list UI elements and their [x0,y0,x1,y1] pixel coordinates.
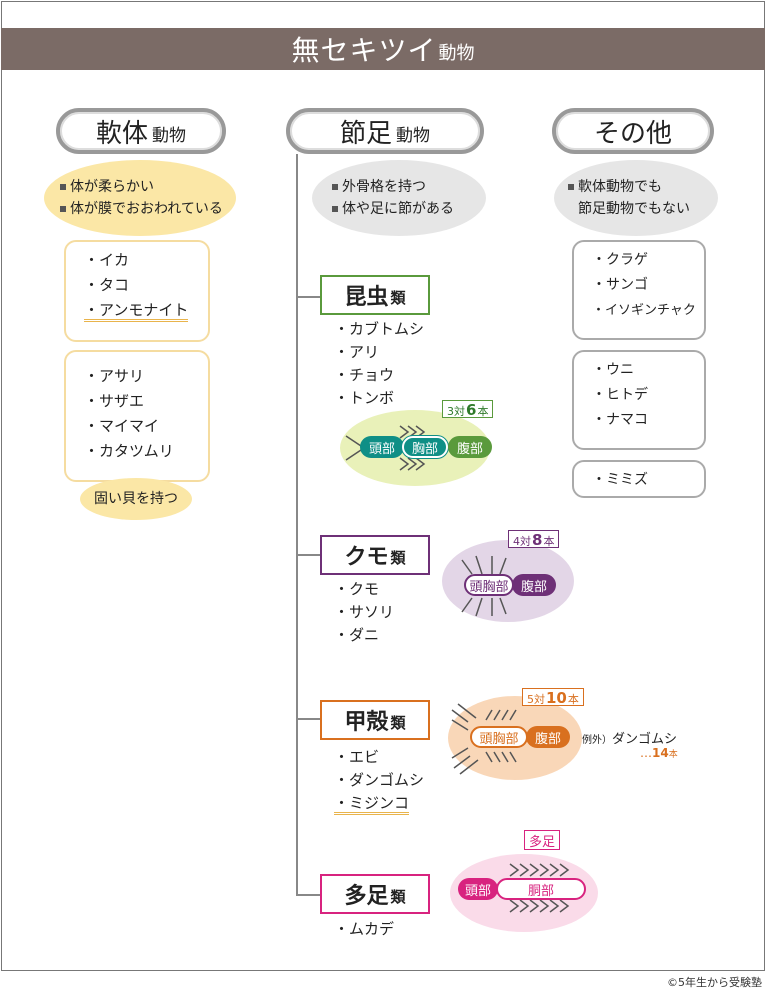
bullet-square-icon [568,184,574,190]
other-group-cnidarians: ・クラゲ ・サンゴ ・イソギンチャク [572,240,706,340]
list-item: ・チョウ [334,366,395,384]
crustacean-exception-note: 例外）ダンゴムシ [582,732,678,747]
list-item: ・ウニ [592,362,634,378]
spider-cephalothorax-segment: 頭胸部 [464,574,514,596]
crustacean-category: 甲殻 類 [320,700,430,740]
list-item: ・ミミズ [592,472,648,488]
list-item: ・サンゴ [592,277,648,293]
spider-legs-icon [461,555,507,617]
list-item: ・ダニ [334,626,380,644]
list-item: ・アサリ [84,367,145,385]
list-item: ・エビ [334,748,380,766]
list-item: ・ムカデ [334,920,395,938]
other-heading: その他 [552,108,714,154]
list-item: ・アリ [334,343,380,361]
copyright: ©5年生から受験塾 [667,976,762,989]
myriapod-head-segment: 頭部 [458,878,498,900]
list-item: ・ダンゴムシ [334,771,425,789]
insect-examples: ・カブトムシ ・アリ ・チョウ ・トンボ [334,318,424,410]
mollusk-group-cephalopods: ・イカ ・タコ ・アンモナイト [64,240,210,342]
list-item: ・マイマイ [84,417,160,435]
branch-myriapod [296,894,320,896]
page-title: 無セキツイ [291,34,437,67]
insect-abdomen-segment: 腹部 [448,436,492,458]
other-features: 軟体動物でも 節足動物でもない [554,160,718,236]
title-bar: 無セキツイ 動物 [1,28,765,70]
crustacean-abdomen-segment: 腹部 [526,726,570,748]
list-item: ・ミジンコ [334,792,424,815]
bullet-square-icon [332,206,338,212]
insect-category: 昆虫 類 [320,275,430,315]
list-item: ・イソギンチャク [592,303,696,318]
list-item: ・クラゲ [592,252,648,268]
myriapod-leg-label: 多足 [524,830,561,850]
list-item: ・アンモナイト [84,298,208,323]
myriapod-examples: ・ムカデ [334,918,394,941]
bullet-square-icon [60,184,66,190]
spider-abdomen-segment: 腹部 [512,574,556,596]
insect-thorax-segment: 胸部 [402,436,448,458]
mollusk-note: 固い貝を持つ [80,478,192,520]
crustacean-cephalothorax-segment: 頭胸部 [470,726,528,748]
list-item: ・ナマコ [592,412,648,428]
myriapod-category: 多足 類 [320,874,430,914]
other-group-echinoderms: ・ウニ ・ヒトデ ・ナマコ [572,350,706,450]
bullet-square-icon [332,184,338,190]
list-item: ・イカ [84,251,130,269]
list-item: ・カタツムリ [84,442,174,460]
myriapod-body-diagram: 頭部 胴部 多足 [450,826,600,936]
mollusk-features: 体が柔らかい 体が膜でおおわれている [44,160,236,236]
mollusk-heading: 軟体 動物 [56,108,226,154]
insect-head-segment: 頭部 [360,436,404,458]
list-item: ・カブトムシ [334,320,425,338]
list-item: ・ヒトデ [592,387,648,403]
list-item: ・トンボ [334,389,395,407]
arthropod-features: 外骨格を持つ 体や足に節がある [312,160,486,236]
spider-examples: ・クモ ・サソリ ・ダニ [334,578,394,647]
spider-category: クモ 類 [320,535,430,575]
list-item: ・タコ [84,276,130,294]
branch-spider [296,554,320,556]
crustacean-examples: ・エビ ・ダンゴムシ ・ミジンコ [334,746,424,815]
list-item: ・サザエ [84,392,145,410]
bullet-square-icon [60,206,66,212]
arthropod-heading: 節足 動物 [286,108,484,154]
myriapod-trunk-segment: 胴部 [496,878,586,900]
branch-insect [296,296,320,298]
page-title-suffix: 動物 [438,43,475,64]
myriapod-legs-icon [509,863,570,913]
crustacean-legs-icon [451,703,517,775]
tree-trunk-line [296,154,298,896]
mollusk-group-shellfish: ・アサリ ・サザエ ・マイマイ ・カタツムリ [64,350,210,482]
branch-crustacean [296,718,320,720]
list-item: ・サソリ [334,603,395,621]
page-frame [1,1,765,971]
other-group-annelids: ・ミミズ [572,460,706,498]
list-item: ・クモ [334,580,380,598]
crustacean-exception-count: …14本 [640,746,678,760]
